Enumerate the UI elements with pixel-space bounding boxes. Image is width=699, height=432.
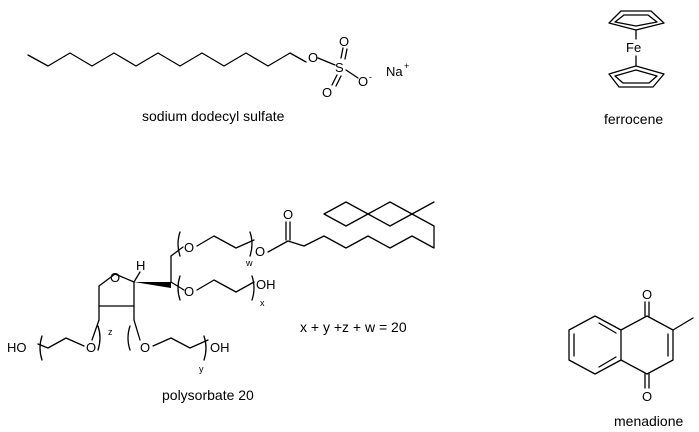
ferrocene-caption: ferrocene: [604, 111, 663, 127]
sds-sulfur: S: [335, 60, 344, 75]
polysorbate-w-bracket-right: [249, 231, 253, 257]
polysorbate-w-bracket-left: [177, 231, 181, 257]
polysorbate-stereo-hydrogen: H: [136, 258, 145, 273]
menadione-methyl-bond: [672, 317, 694, 331]
ferrocene-bottom-cp-inner: [614, 69, 658, 84]
ferrocene-iron: Fe: [626, 40, 641, 55]
polysorbate-x-oxygen: O: [184, 284, 194, 299]
polysorbate-z-subscript: z: [108, 327, 113, 337]
sds-s-o-minus-bond: [345, 69, 359, 79]
polysorbate-structure: O O O w O x OH O H O z HO: [7, 201, 435, 403]
sds-structure: O S O O O - Na + sodium dodecyl sulfate: [27, 34, 409, 124]
polysorbate-stereo-h-bond: [133, 271, 141, 283]
polysorbate-lauryl-chain: [303, 201, 435, 249]
sds-caption: sodium dodecyl sulfate: [142, 108, 285, 124]
polysorbate-wedge-bond: [134, 282, 171, 288]
menadione-aromatic-double-1: [598, 322, 617, 334]
polysorbate-z-ethylene: [37, 337, 85, 349]
sds-dodecyl-chain: [27, 52, 307, 67]
menadione-structure: O O menadione: [568, 287, 694, 429]
ferrocene-bottom-cp-ring: [608, 65, 665, 88]
menadione-caption: menadione: [614, 413, 683, 429]
sds-ester-oxygen: O: [308, 50, 318, 65]
polysorbate-ester-bond: [267, 240, 289, 253]
sds-plus-charge: +: [404, 61, 409, 71]
sds-s-o-bottom-bond-2: [335, 75, 342, 87]
sds-s-o-top-bond: [340, 47, 344, 59]
polysorbate-y-subscript: y: [199, 364, 204, 374]
ferrocene-structure: Fe ferrocene: [604, 10, 665, 127]
polysorbate-w-subscript: w: [245, 258, 253, 268]
ferrocene-top-cp-inner: [614, 14, 658, 27]
polysorbate-carbonyl-to-chain: [287, 240, 305, 247]
polysorbate-sorbitan-ring: [98, 273, 135, 307]
polysorbate-w-ethylene: [196, 235, 255, 249]
sds-s-o-top-bond-2: [344, 48, 348, 60]
polysorbate-ch2-to-w: [170, 246, 184, 257]
sds-sodium: Na: [386, 64, 403, 79]
polysorbate-x-hydroxyl: OH: [256, 277, 276, 292]
polysorbate-y-ethylene: [152, 337, 209, 349]
sds-s-o-bottom-bond: [331, 74, 338, 86]
polysorbate-x-bracket-left: [177, 275, 181, 301]
polysorbate-y-bracket-left: [127, 325, 131, 351]
menadione-quinone-ring: [620, 315, 674, 375]
sds-o-s-bond: [317, 57, 336, 66]
menadione-benzene-ring: [568, 315, 622, 375]
polysorbate-y-hydroxyl: OH: [210, 340, 230, 355]
polysorbate-x-bracket-right: [251, 275, 255, 301]
polysorbate-w-left-oxygen: O: [184, 240, 194, 255]
sds-top-oxygen: O: [339, 34, 349, 49]
polysorbate-z-oxygen: O: [86, 340, 96, 355]
polysorbate-y-bracket-right: [203, 335, 207, 361]
polysorbate-z-bracket-right: [97, 325, 101, 351]
polysorbate-z-hydroxyl: HO: [7, 340, 27, 355]
polysorbate-x-subscript: x: [260, 298, 265, 308]
menadione-bottom-oxygen: O: [642, 389, 652, 404]
ferrocene-top-cp-ring: [608, 10, 665, 31]
polysorbate-carbonyl-oxygen: O: [283, 207, 293, 222]
polysorbate-ring-oxygen: O: [110, 270, 120, 285]
polysorbate-caption: polysorbate 20: [162, 387, 254, 403]
sds-anionic-oxygen: O: [358, 74, 368, 89]
polysorbate-x-ethylene: [196, 279, 255, 293]
polysorbate-z-bracket-left: [39, 335, 43, 361]
sds-minus-charge: -: [369, 72, 372, 82]
polysorbate-y-oxygen: O: [140, 340, 150, 355]
sds-bottom-oxygen: O: [322, 85, 332, 100]
polysorbate-equation: x + y +z + w = 20: [300, 319, 407, 335]
menadione-top-oxygen: O: [642, 287, 652, 302]
polysorbate-y-ring-bond: [133, 319, 141, 341]
polysorbate-z-ring-bond: [91, 319, 100, 341]
menadione-aromatic-double-3: [598, 356, 617, 368]
polysorbate-w-right-oxygen: O: [255, 244, 265, 259]
